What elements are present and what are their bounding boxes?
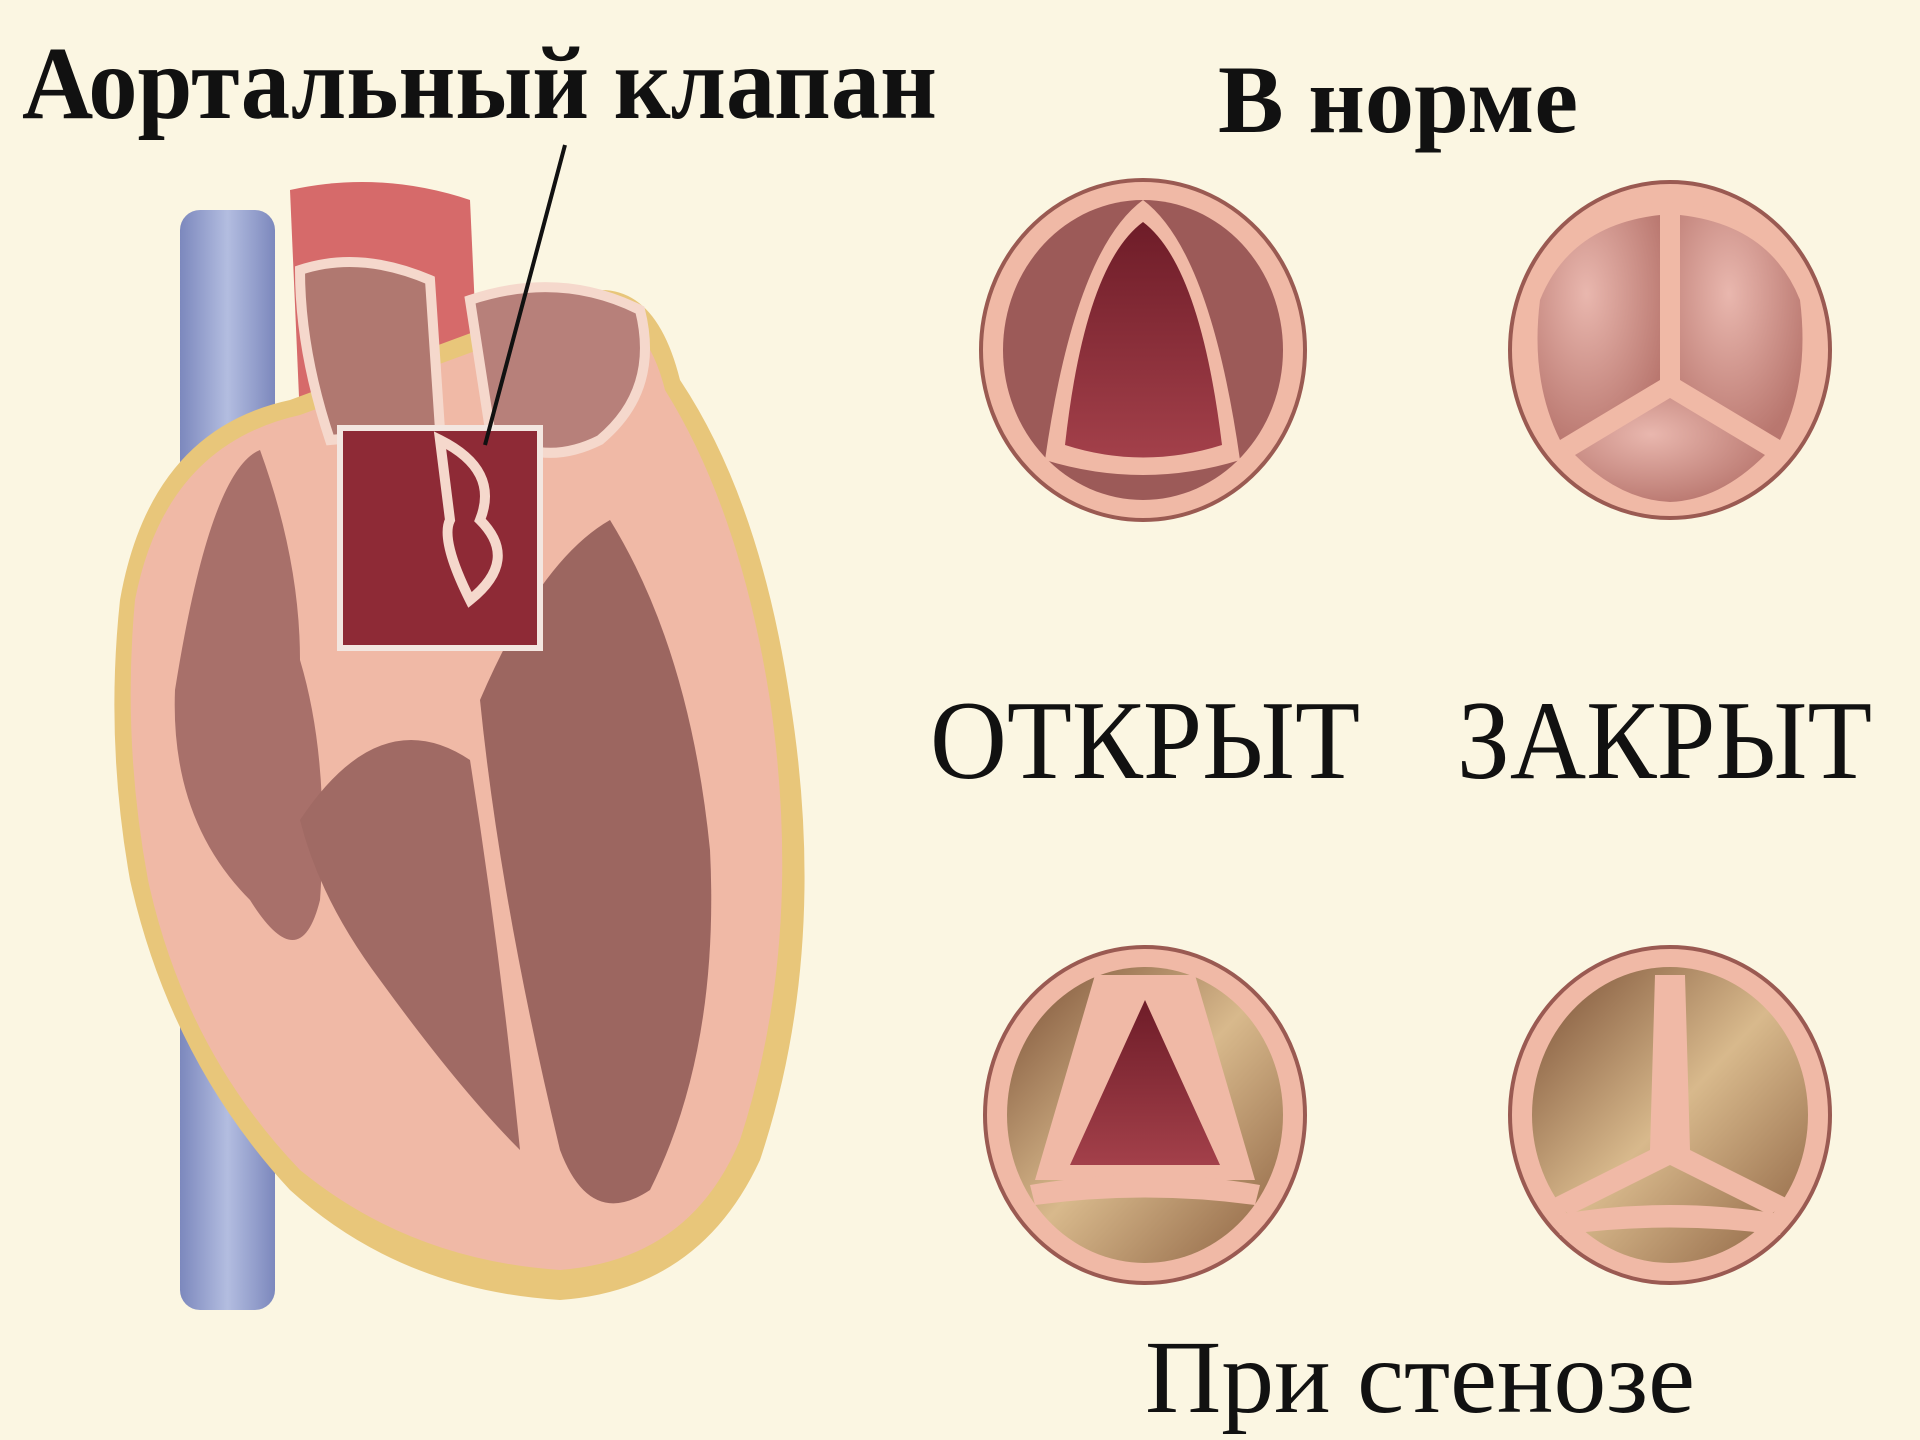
valve-normal-closed — [1508, 180, 1832, 520]
aortic-valve-highlight — [337, 425, 543, 651]
title-aortic-valve: Аортальный клапан — [22, 26, 937, 141]
aortic-valve-leaflet — [433, 431, 503, 608]
valve-stenosis-open — [983, 945, 1307, 1285]
left-ventricle — [480, 520, 712, 1204]
valve-normal-open — [979, 178, 1307, 522]
pulmonary-artery — [294, 257, 446, 446]
pointer-line — [483, 144, 567, 446]
papillary-muscle — [312, 944, 344, 976]
valve-stenosis-closed — [1508, 945, 1832, 1285]
label-normal: В норме — [1218, 46, 1578, 153]
label-stenosis: При стенозе — [1145, 1320, 1695, 1435]
heart-illustration — [114, 144, 805, 1310]
septum-chamber — [300, 740, 520, 1150]
right-atrium-ventricle — [174, 450, 323, 940]
label-open: ОТКРЫТ — [930, 679, 1360, 803]
label-closed: ЗАКРЫТ — [1457, 679, 1872, 803]
